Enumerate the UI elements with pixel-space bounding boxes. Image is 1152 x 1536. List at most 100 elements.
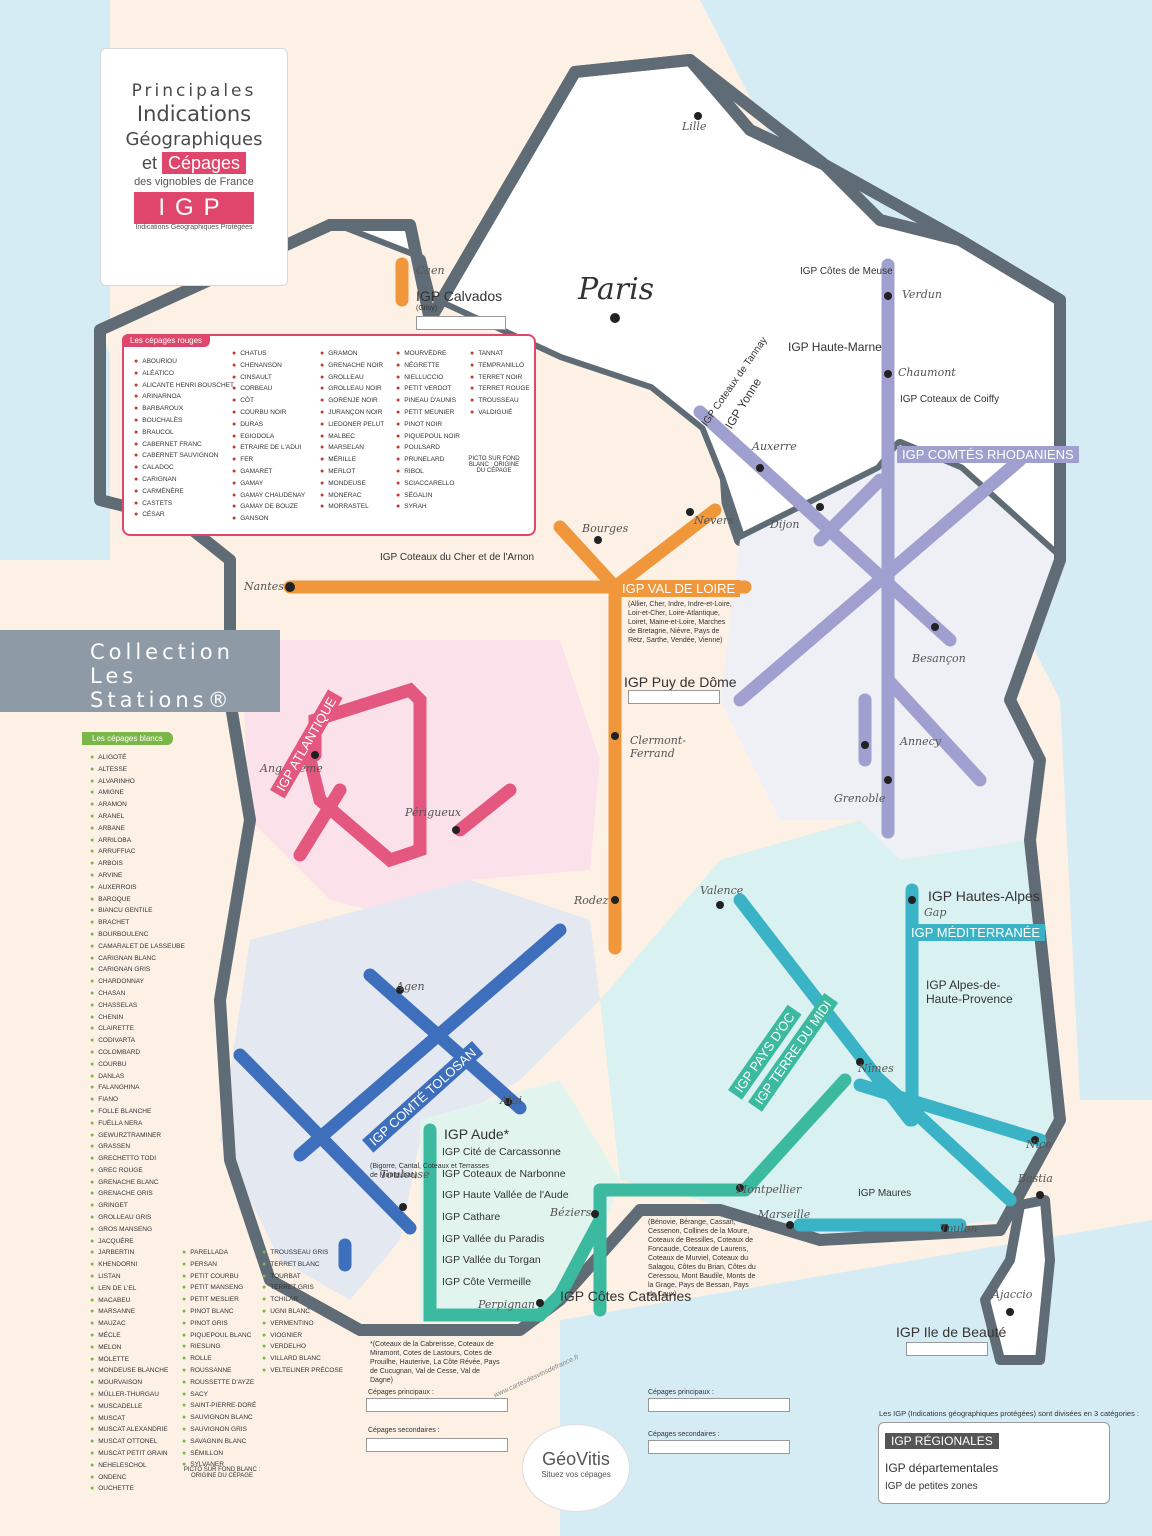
list-item: GRASSEN	[90, 1141, 185, 1153]
list-item: TERRET BLANC	[262, 1259, 343, 1271]
city-chaumont: Chaumont	[898, 366, 956, 379]
list-item: VIOGNIER	[262, 1330, 343, 1342]
list-item: CODIVARTA	[90, 1035, 185, 1047]
list-item: ALIGOTÉ	[90, 752, 185, 764]
title-line2: Indications	[136, 102, 252, 126]
list-item: PIQUEPOUL NOIR	[396, 431, 460, 443]
city-nimes: Nîmes	[858, 1062, 894, 1075]
aude-cepages-secondaires: Cépages secondaires :	[368, 1427, 440, 1434]
list-item: BRAUCOL	[134, 427, 234, 439]
title-igp-full: Indications Géographiques Protégées	[135, 224, 253, 231]
list-item: DANLAS	[90, 1071, 185, 1083]
list-item: CARIGNAN GRIS	[90, 964, 185, 976]
legend-red-header: Les cépages rouges	[122, 334, 211, 347]
city-caen: Caen	[416, 264, 445, 277]
grape-strip	[366, 1438, 508, 1452]
grape-strip	[628, 690, 720, 704]
list-item: CORBEAU	[232, 383, 305, 395]
list-item: GANSON	[232, 513, 305, 525]
zone-aude	[420, 1080, 620, 1320]
list-item: SAVAGNIN BLANC	[182, 1436, 256, 1448]
list-item: MONERAC	[320, 490, 384, 502]
legend-white-header: Les cépages blancs	[82, 732, 173, 745]
list-item: ARRUFFIAC	[90, 846, 185, 858]
list-item: MOURVAISON	[90, 1377, 185, 1389]
geovitis-logo[interactable]: GéoVitis Situez vos cépages	[522, 1424, 630, 1512]
list-item: TROUSSEAU	[470, 395, 530, 407]
list-item: MARSANNE	[90, 1306, 185, 1318]
igp-coteaux-cher: IGP Coteaux du Cher et de l'Arnon	[380, 552, 535, 563]
geovitis-tagline: Situez vos cépages	[541, 1470, 611, 1479]
list-item: GROLLEAU	[320, 372, 384, 384]
list-item: PETIT MESLIER	[182, 1294, 256, 1306]
list-item: CLAIRETTE	[90, 1023, 185, 1035]
list-item: MALBEC	[320, 431, 384, 443]
city-nantes: Nantes	[244, 580, 284, 593]
herault-cepages-secondaires: Cépages secondaires :	[648, 1431, 720, 1438]
legend-red-grapes: Les cépages rouges ABOURIOUALÉATICOALICA…	[122, 334, 536, 536]
list-item: IGP Cité de Carcassonne	[442, 1146, 561, 1158]
list-item: MAUZAC	[90, 1318, 185, 1330]
list-item: MOURVÈDRE	[396, 348, 460, 360]
list-item: GROLLEAU NOIR	[320, 383, 384, 395]
list-item: SYLVANER	[182, 1459, 256, 1471]
city-clermont: Clermont-Ferrand	[630, 734, 686, 760]
sea-east	[700, 0, 1152, 1100]
list-item: TERRET NOIR	[470, 372, 530, 384]
title-line3: Géographiques	[125, 129, 263, 150]
list-item: SAUVIGNON GRIS	[182, 1424, 256, 1436]
list-item: LEN DE L'EL	[90, 1283, 185, 1295]
list-item: SCIACCARELLO	[396, 478, 460, 490]
tag-mediterranee: IGP MÉDITERRANÉE	[906, 924, 1046, 941]
city-agen: Agen	[396, 980, 425, 993]
list-item: IGP Vallée du Paradis	[442, 1232, 545, 1245]
list-item: ALTESSE	[90, 764, 185, 776]
list-item: SYRAH	[396, 501, 460, 513]
list-item: ARINARNOA	[134, 391, 234, 403]
legend-white-grapes: Les cépages blancs ALIGOTÉALTESSEALVARIN…	[82, 732, 343, 1492]
title-cepages: Cépages	[161, 152, 247, 174]
list-item: MOLETTE	[90, 1354, 185, 1366]
list-item: NEHELESCHOL	[90, 1460, 185, 1472]
list-item: GAMARET	[232, 466, 305, 478]
list-item: VALDIGUIÉ	[470, 407, 530, 419]
list-item: KHENDORNI	[90, 1259, 185, 1271]
city-nice: Nice	[1026, 1138, 1052, 1151]
note-comte-tolosan: (Bigorre, Cantal, Coteaux et Terrasses d…	[370, 1163, 489, 1179]
list-item: ARANEL	[90, 811, 185, 823]
list-item: IGP Côte Vermeille	[442, 1276, 532, 1289]
list-item: MUSCAT	[90, 1413, 185, 1425]
list-item: GRENACHE NOIR	[320, 360, 384, 372]
list-item: CALADOC	[134, 462, 234, 474]
city-toulon: Toulon	[940, 1222, 978, 1235]
list-item: TOURBAT	[262, 1271, 343, 1283]
coastline	[94, 54, 1066, 1336]
list-item: DURAS	[232, 419, 305, 431]
legend-red-col4: MOURVÈDRENÉGRETTENIELLUCCIOPETIT VERDOTP…	[396, 348, 460, 513]
list-item: GROS MANSENG	[90, 1224, 185, 1236]
title-et: et	[141, 153, 157, 173]
list-item: JACQUÈRE	[90, 1236, 185, 1248]
list-item: EGIODOLA	[232, 431, 305, 443]
list-item: GRENACHE BLANC	[90, 1177, 185, 1189]
list-item: VERMENTINO	[262, 1318, 343, 1330]
collection-banner: Collection Les Stations®	[0, 630, 280, 712]
list-item: GORENJE NOIR	[320, 395, 384, 407]
list-item: PETIT MANSENG	[182, 1282, 256, 1294]
list-item: MUSCAT PETIT GRAIN	[90, 1448, 185, 1460]
igp-cotes-catalanes: IGP Côtes Catalanes	[560, 1288, 692, 1304]
list-item: ARBANE	[90, 823, 185, 835]
list-item: CHENANSON	[232, 360, 305, 372]
list-item: TEMPRANILLO	[470, 360, 530, 372]
list-item: FOLLE BLANCHE	[90, 1106, 185, 1118]
list-item: CHENIN	[90, 1012, 185, 1024]
list-item: ABOURIOU	[134, 356, 234, 368]
city-perpignan: Perpignan	[478, 1298, 536, 1311]
list-item: PIQUEPOUL BLANC	[182, 1330, 256, 1342]
list-item: ROLLE	[182, 1353, 256, 1365]
city-grenoble: Grenoble	[834, 792, 886, 805]
city-perigueux: Périgueux	[405, 806, 462, 819]
igp-alpes-hp: IGP Alpes-de-Haute-Provence	[926, 978, 1013, 1006]
city-bastia: Bastia	[1018, 1172, 1053, 1185]
